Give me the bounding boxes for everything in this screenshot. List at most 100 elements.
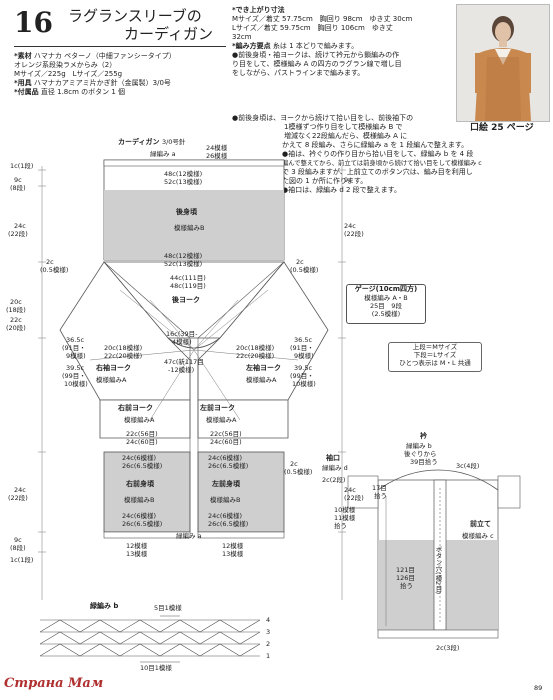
collar-edge-b: 緑編み b: [406, 442, 432, 450]
model-photo: [456, 4, 550, 122]
right-front-yoke: 右前ヨーク: [118, 404, 153, 412]
tools-value: ハマナカアミアミ片かぎ針（金属製）3/0号: [33, 79, 171, 87]
instruction-line: ●袖口は、緑編み d 2 段で整えます。: [282, 186, 401, 194]
side-8: (8段): [10, 184, 26, 192]
front-26c65-l: 26c(6.5模様): [208, 462, 249, 470]
rside-22: (22段): [344, 230, 364, 238]
rside-05: (0.5模様): [290, 266, 319, 274]
back-body-name: 後身頃: [176, 208, 197, 216]
rside-05-b: (0.5模様): [284, 468, 313, 476]
rside-22-b: (22段): [344, 494, 364, 502]
instruction-line: ●袖は、衿ぐりの作り目から拾い目をして、緑編み b を 4 段: [282, 150, 474, 158]
instructions-label: *編み方要点: [232, 42, 271, 50]
rside-91: (91目・: [290, 344, 314, 352]
title-line-1: ラグランスリーブの: [68, 7, 202, 25]
front-22c-l: 22c(56目): [210, 430, 242, 438]
cuff-title: 袖口: [326, 454, 340, 462]
side-2c: 2c: [46, 258, 54, 266]
front-24c6-lb: 24c(6模様): [208, 512, 243, 520]
collar-121: 121目: [396, 566, 415, 574]
side-1c-b: 1c(1段): [10, 556, 34, 564]
center-12: -12模様): [168, 366, 195, 374]
collar-pick-b: 拾う: [334, 522, 347, 530]
side-22-b: (22段): [8, 494, 28, 502]
back-yoke-52c: 52c(13模様): [164, 260, 203, 268]
bottom-13-l: 13模様: [222, 550, 244, 558]
collar-title: 衿: [420, 432, 427, 440]
side-05: (0.5模様): [40, 266, 69, 274]
back-top-24: 24模様: [206, 144, 228, 152]
front-24c-l: 24c(60目): [210, 438, 242, 446]
edging-10-1: 10目1模様: [140, 664, 172, 672]
rside-9m: 9模様): [294, 352, 314, 360]
collar-neck-pick: 後ぐりから: [404, 450, 437, 458]
side-9m-l: 9模様): [66, 352, 86, 360]
instruction-line: かえて 8 段編み、さらに緑編み a を 1 段編んで整えます。: [282, 141, 469, 149]
center-47c: 47c(新117目: [164, 358, 204, 366]
instruction-line: 編んで整えてから、前立ては前身頃から続けて拾い目をして模様編み c: [282, 160, 482, 167]
sleeve-22c-right: 22c(20模様): [236, 352, 275, 360]
side-10m-l: 10模様): [64, 380, 88, 388]
front-26c65-r: 26c(6.5模様): [122, 462, 163, 470]
front-24c6-l: 24c(6模様): [208, 454, 243, 462]
neck-16c: 16c(39目-: [166, 330, 198, 338]
bottom-13-r: 13模様: [126, 550, 148, 558]
rside-24c-b: 24c: [344, 486, 356, 494]
button-hole: ボタン穴(模2目): [434, 546, 442, 595]
needle-size: 3/0号針: [161, 138, 186, 146]
side-24c-b: 24c: [14, 486, 26, 494]
rside-10m: 10模様): [292, 380, 316, 388]
front-band-title: 前立て: [470, 520, 491, 528]
back-yoke-48c2: 48c(119目): [170, 282, 206, 290]
side-9c: 9c: [14, 176, 22, 184]
yarn-label: *素材: [14, 52, 32, 60]
side-20: (20段): [6, 324, 26, 332]
instructions-block-3: かえて 8 段編み、さらに緑編み a を 1 段編んで整えます。 ●袖は、衿ぐり…: [282, 141, 542, 195]
edging-row-1: 1: [266, 652, 271, 660]
left-front-name: 左前身頃: [212, 480, 240, 488]
instructions-label-tail: 糸は 1 本どりで編みます。: [272, 42, 359, 50]
back-top-26: 26模様: [206, 152, 228, 160]
diagram-title-text: カーディガン: [118, 138, 160, 146]
photo-caption: 口絵 25 ページ: [470, 123, 534, 133]
right-sleeve-yoke: 右袖ヨーク: [96, 364, 131, 372]
diagram-title: カーディガン 3/0号針: [118, 138, 185, 147]
instruction-line: 増減なく22段編んだら、模様編み A に: [284, 132, 408, 140]
cuff-2c: 2c(2段): [322, 476, 346, 484]
instruction-line: り目をして、模様編み A の四方のラグラン線で増し目: [232, 60, 402, 68]
yarn-value: ハマナカ ペターノ（中細ファンシータイプ）: [33, 52, 176, 60]
size-key-common: ひとつ表示は M・L 共通: [399, 359, 471, 367]
header-rule: [14, 46, 226, 47]
page-number: 89: [534, 684, 543, 692]
edging-row-2: 2: [266, 640, 271, 648]
collar-39: 39目拾う: [410, 458, 438, 466]
edge-a-top: 緑編み a: [150, 150, 176, 158]
edging-row-4: 4: [266, 616, 271, 624]
side-18: (18段): [6, 306, 26, 314]
instruction-line: で 3 段編みますが、上前立てのボタン穴は、編み目を利用し: [282, 168, 473, 176]
side-99-l: (99目・: [62, 372, 86, 380]
watermark: Страна Мам: [4, 676, 104, 691]
collar-17: 17目: [372, 484, 387, 492]
instructions-block-2: ●前後身頃は、ヨークから続けて拾い目をし、前後袖下の 1模様ずつ作り目をして模様…: [232, 114, 454, 141]
rside-395: 39.5c: [294, 364, 313, 372]
materials-block: *素材 ハマナカ ペターノ（中細ファンシータイプ） オレンジ系段染ラメからみ（2…: [14, 52, 176, 97]
pattern-a-rfy: 模様編みA: [124, 416, 155, 424]
collar-pick: 拾う: [374, 492, 387, 500]
bottom-12-r: 12模様: [126, 542, 148, 550]
rside-365: 36.5c: [294, 336, 313, 344]
pattern-a-lfy: 模様編みA: [206, 416, 237, 424]
collar-bottom-2c: 2c(3段): [436, 644, 460, 652]
notions-label: *付属品: [14, 88, 39, 96]
gauge-repeat: (2.5模様): [371, 310, 401, 318]
notions-value: 直径 1.8cm のボタン 1 個: [40, 88, 126, 96]
instruction-line: た図の 1 か所に作ります。: [282, 177, 368, 185]
edging-title: 緑編み b: [90, 602, 119, 610]
pattern-b-r: 模様編みB: [124, 496, 155, 504]
edging-row-3: 3: [266, 628, 271, 636]
collar-11m: 11模様: [334, 514, 356, 522]
size-key: 上段＝Mサイズ 下段＝Lサイズ ひとつ表示は M・L 共通: [388, 342, 482, 372]
dimensions-l-cont: 32cm: [232, 33, 252, 41]
tools-label: *用具: [14, 79, 32, 87]
rside-9c: 9c: [344, 176, 352, 184]
